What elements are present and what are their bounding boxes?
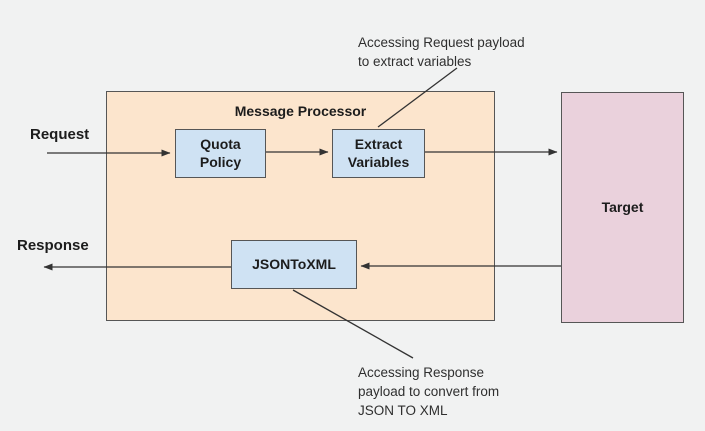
- quota-policy-node: Quota Policy: [175, 129, 266, 178]
- request-payload-annotation: Accessing Request payload to extract var…: [358, 35, 525, 69]
- extract-variables-node: Extract Variables: [332, 129, 425, 178]
- request-label: Request: [30, 126, 90, 143]
- target-node: Target: [561, 92, 684, 323]
- message-processor-title: Message Processor: [234, 103, 367, 119]
- response-label: Response: [17, 237, 89, 254]
- extract-variables-label: Extract Variables: [347, 136, 410, 170]
- target-label: Target: [601, 198, 644, 215]
- response-payload-annotation: Accessing Response payload to convert fr…: [358, 365, 500, 418]
- quota-policy-label: Quota Policy: [199, 136, 242, 170]
- jsontoxml-label: JSONToXML: [252, 255, 336, 272]
- jsontoxml-node: JSONToXML: [231, 240, 357, 289]
